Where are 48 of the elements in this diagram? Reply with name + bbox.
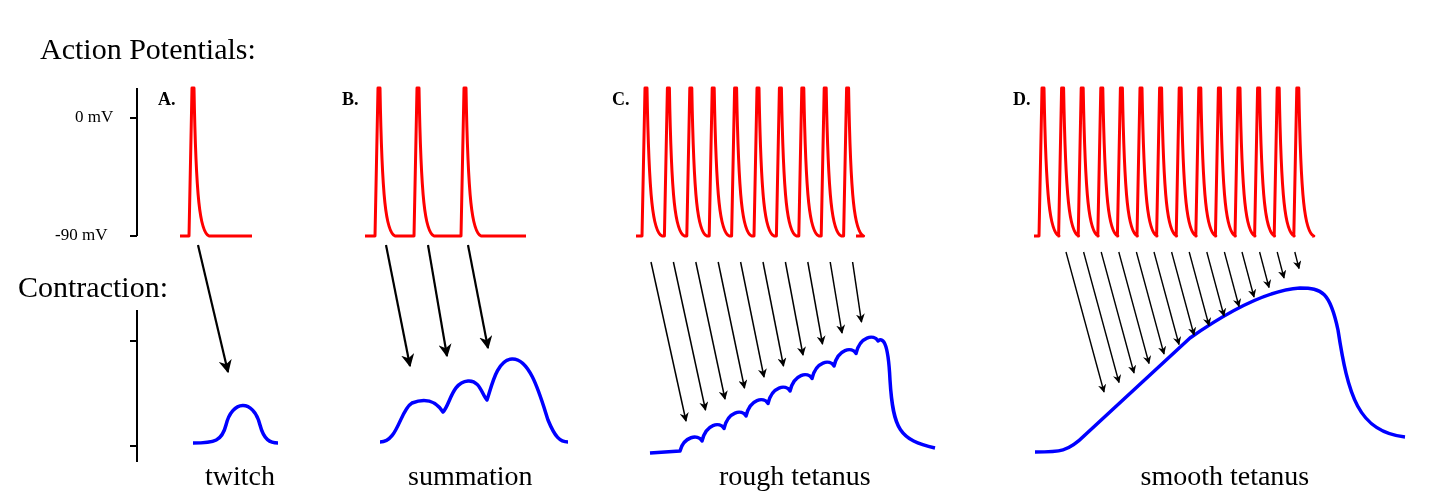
- arrow: [717, 261, 748, 389]
- arrow: [426, 244, 452, 358]
- panel-letter: D.: [1013, 90, 1031, 108]
- arrow: [807, 261, 826, 345]
- arrow: [1135, 251, 1167, 355]
- arrow: [466, 244, 493, 350]
- arrow: [829, 261, 846, 334]
- axis-label: -90 mV: [55, 226, 108, 243]
- arrow: [1241, 251, 1257, 298]
- arrow: [1293, 251, 1302, 270]
- arrow: [1065, 251, 1107, 393]
- arrow: [762, 261, 787, 367]
- condition-label: smooth tetanus: [1140, 462, 1310, 490]
- heading: Contraction:: [18, 272, 168, 302]
- axis-label: 0 mV: [75, 108, 114, 125]
- action-potential-trace: [364, 86, 526, 238]
- arrow: [1223, 251, 1242, 308]
- arrow: [384, 244, 415, 368]
- contraction-trace: [1035, 286, 1406, 454]
- panel-letter: B.: [342, 90, 359, 108]
- action-potential-trace: [1032, 86, 1316, 238]
- contraction-trace: [649, 335, 936, 455]
- panel-letter: C.: [612, 90, 630, 108]
- condition-label: twitch: [205, 462, 275, 490]
- arrow: [1206, 251, 1227, 317]
- arrow: [1170, 251, 1197, 336]
- arrow: [695, 261, 728, 400]
- arrow: [739, 261, 767, 378]
- contraction-trace: [193, 403, 279, 445]
- arrow: [672, 261, 709, 411]
- arrow: [784, 261, 806, 356]
- arrow: [1100, 251, 1137, 374]
- action-potential-trace: [180, 86, 252, 238]
- condition-label: summation: [408, 462, 533, 490]
- arrow: [650, 261, 689, 422]
- arrow: [851, 261, 865, 323]
- arrow: [1153, 251, 1182, 346]
- condition-label: rough tetanus: [719, 462, 871, 490]
- contraction-trace: [379, 357, 569, 444]
- arrow: [196, 244, 232, 374]
- arrow: [1258, 251, 1272, 289]
- panel-letter: A.: [158, 90, 176, 108]
- heading: Action Potentials:: [40, 34, 256, 64]
- arrow: [1276, 251, 1287, 279]
- action-potential-trace: [634, 86, 866, 238]
- arrow: [1118, 251, 1152, 365]
- arrow: [1082, 251, 1122, 384]
- arrow: [1188, 251, 1212, 327]
